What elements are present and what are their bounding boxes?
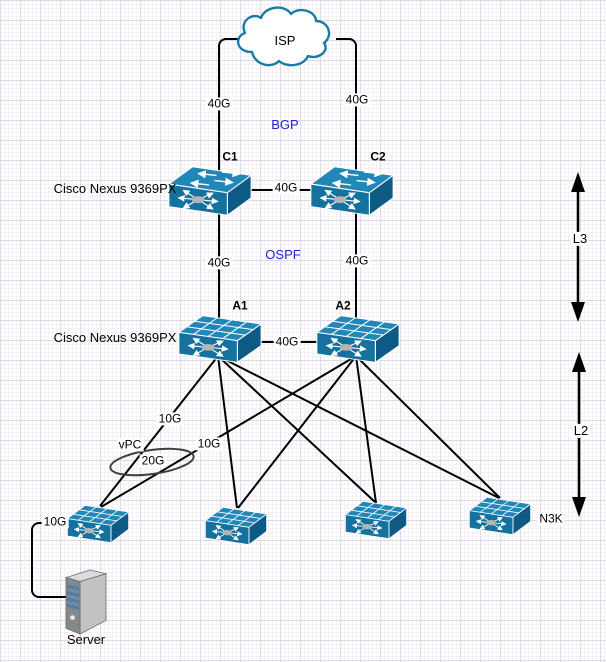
- link-label-a1-a2: 40G: [273, 334, 301, 349]
- link-label-c1-c2: 40G: [272, 180, 300, 195]
- link-label-a2-acc1: 10G: [195, 436, 223, 451]
- link-label-a1-acc1: 10G: [156, 411, 184, 426]
- l2-label: L2: [571, 422, 591, 439]
- switch-c1: [167, 165, 253, 217]
- link-a2-acc4: [355, 355, 501, 499]
- link-label-isp-c1: 40G: [205, 96, 233, 111]
- switch-access-3: [344, 500, 408, 540]
- switch-a2: [315, 314, 401, 364]
- switch-c2: [309, 165, 395, 217]
- a1-label: A1: [232, 298, 248, 313]
- core-model-label: Cisco Nexus 9369PX: [53, 180, 177, 196]
- link-acc1-server: [31, 522, 70, 598]
- link-a2-acc3: [355, 355, 377, 504]
- server-label: Server: [66, 631, 106, 647]
- switch-access-n3k: [468, 496, 532, 536]
- n3k-label: N3K: [537, 511, 565, 526]
- isp-cloud: [228, 4, 340, 76]
- ospf-label: OSPF: [265, 246, 301, 262]
- switch-access-1: [66, 504, 130, 544]
- link-isp-c2: [336, 38, 357, 172]
- c2-label: C2: [370, 149, 386, 164]
- link-label-c1-a1: 40G: [205, 255, 233, 270]
- agg-model-label: Cisco Nexus 9369PX: [53, 329, 177, 345]
- vpc-ellipse: [109, 447, 195, 477]
- isp-label: ISP: [274, 32, 296, 48]
- a2-label: A2: [335, 298, 351, 313]
- switch-a1: [177, 314, 263, 364]
- link-label-acc1-server: 10G: [41, 514, 69, 529]
- link-a2-acc2: [237, 355, 357, 509]
- c1-label: C1: [222, 149, 238, 164]
- server: [64, 566, 108, 636]
- link-label-c2-a2: 40G: [343, 253, 371, 268]
- link-isp-c1: [218, 38, 240, 172]
- bgp-label: BGP: [271, 116, 299, 132]
- link-a1-acc1: [99, 355, 219, 507]
- switch-access-2: [204, 506, 268, 546]
- l3-label: L3: [570, 230, 590, 247]
- vpc-label: vPC: [116, 437, 144, 452]
- link-a1-acc3: [217, 355, 376, 503]
- link-label-isp-c2: 40G: [343, 92, 371, 107]
- l3-span-arrow: [571, 172, 585, 322]
- link-a1-acc4: [217, 355, 500, 499]
- link-a2-acc1: [100, 355, 357, 508]
- vpc-bundle-label: 20G: [139, 453, 167, 468]
